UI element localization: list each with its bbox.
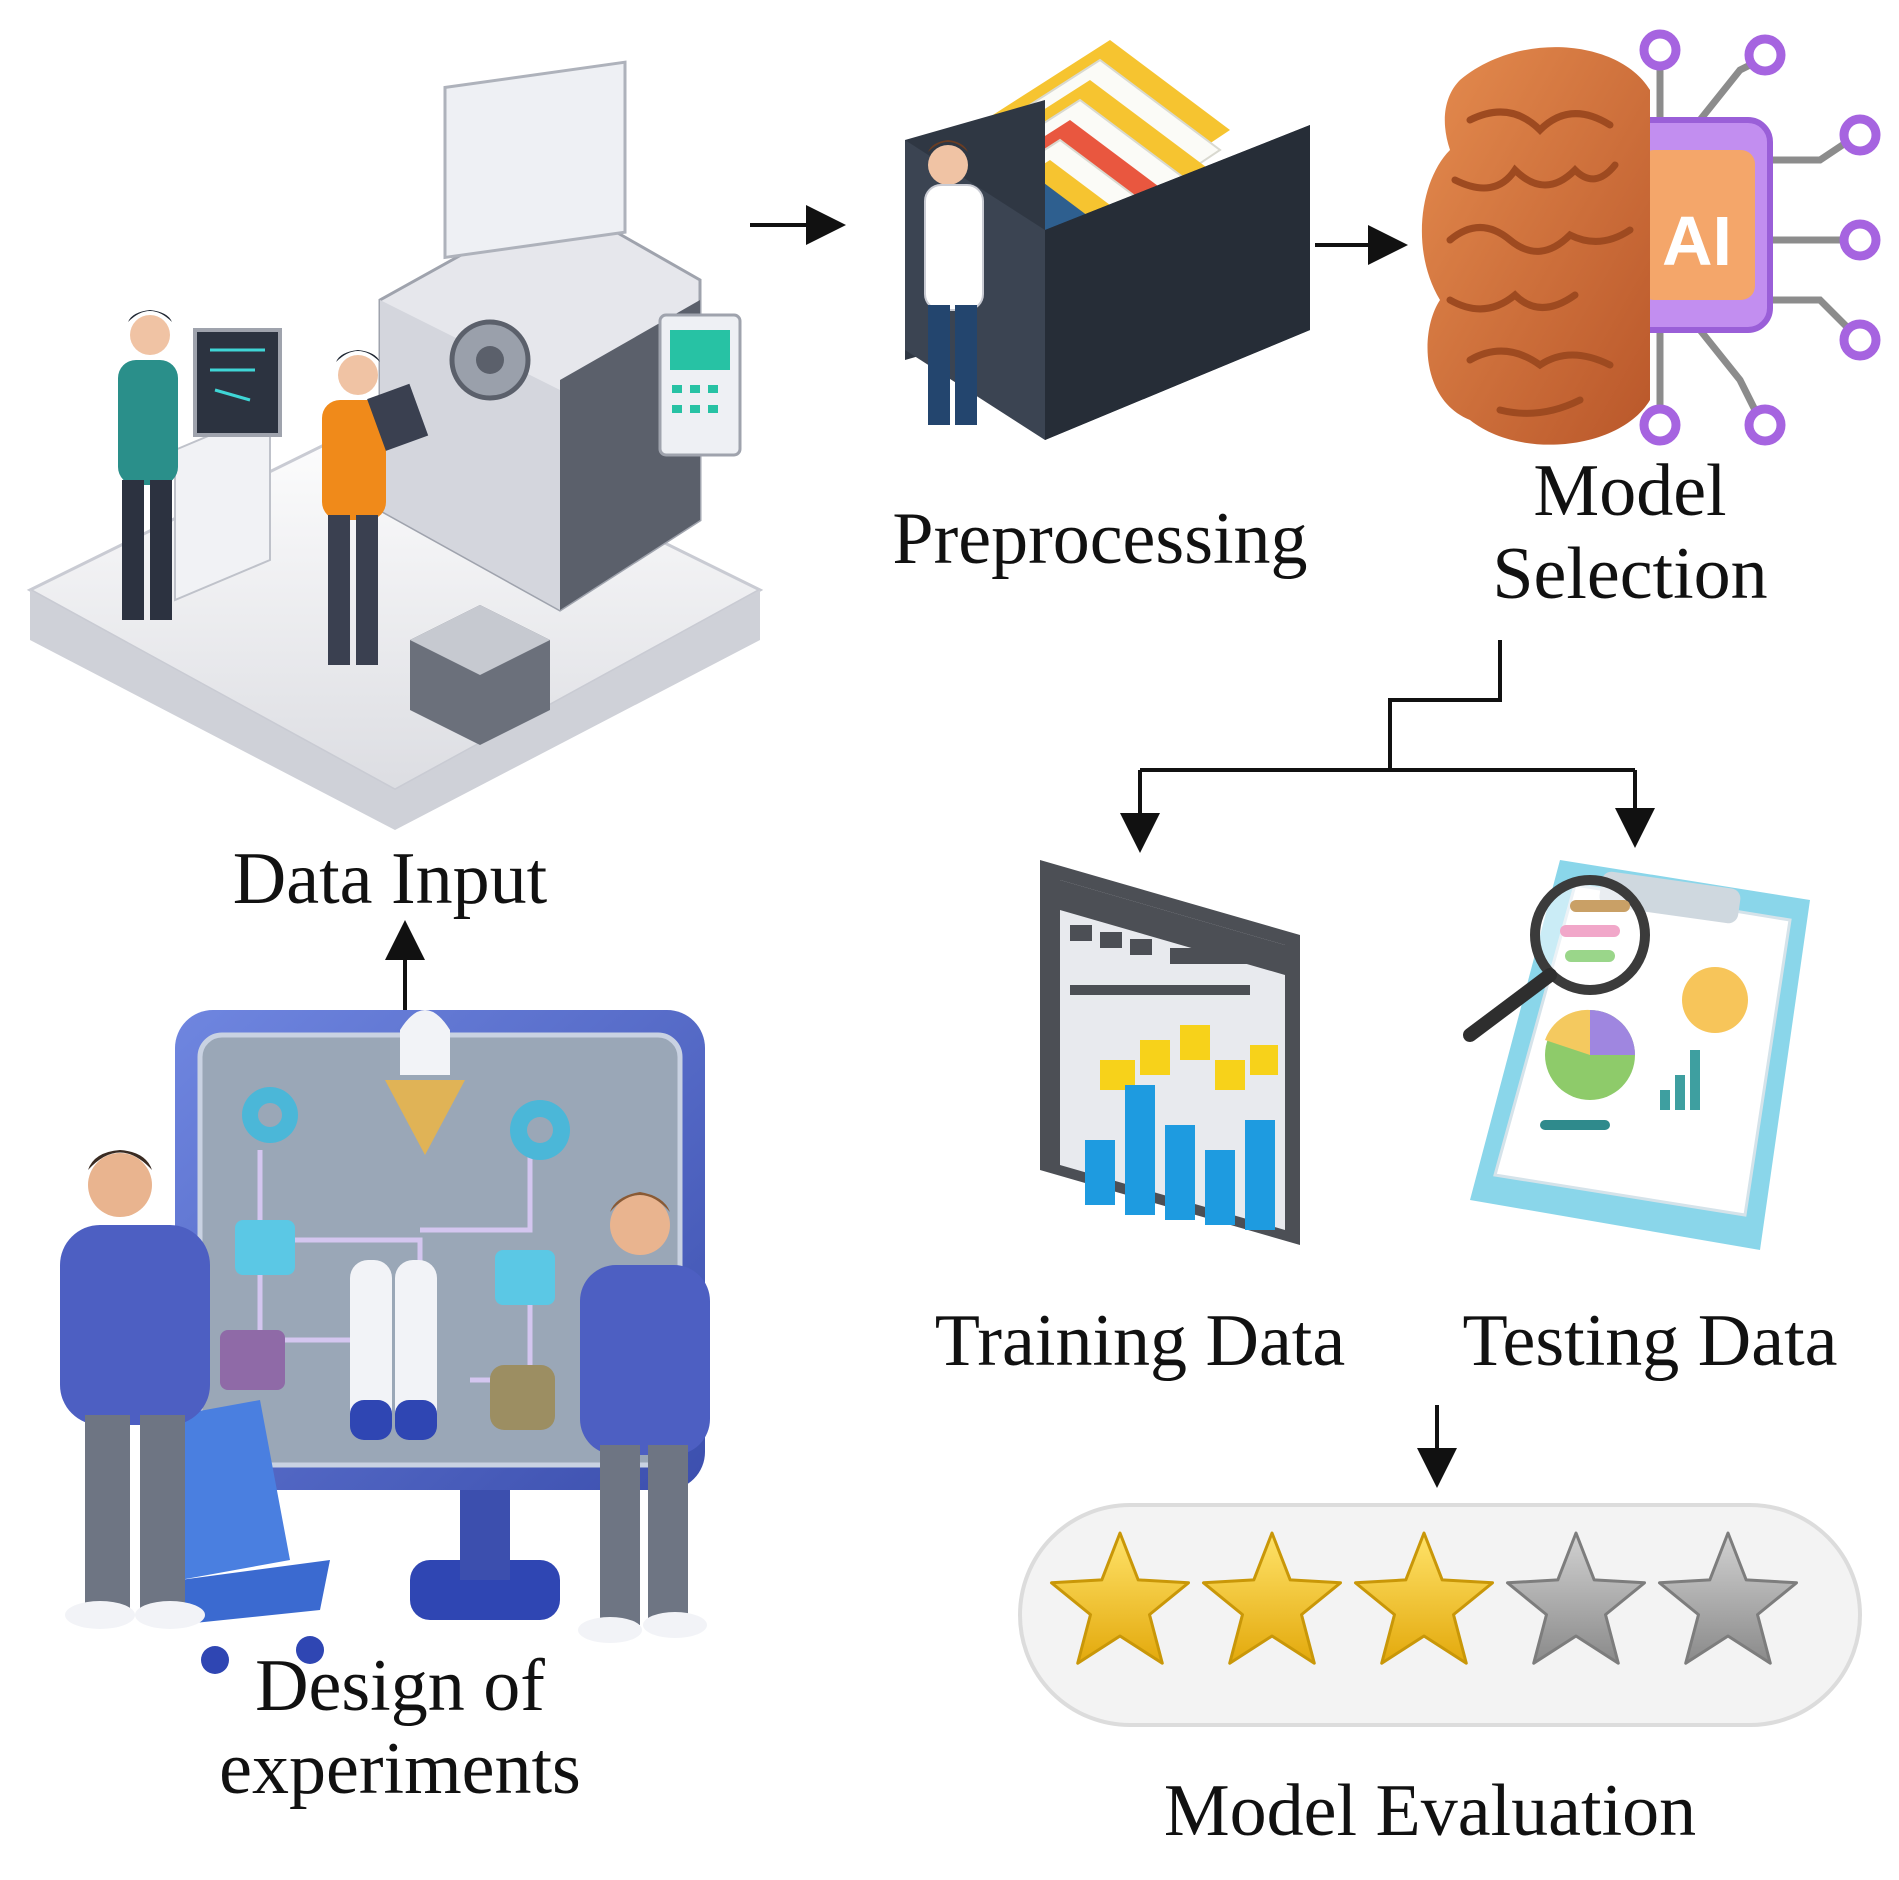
testing-data-illustration [1463, 860, 1810, 1250]
training-data-illustration [1040, 860, 1300, 1245]
connectors [385, 205, 1655, 1488]
label-design-line1: Design of [255, 1645, 545, 1727]
rating-panel [1018, 1503, 1862, 1727]
star-filled-icon [1050, 1531, 1190, 1665]
split-connector [1388, 640, 1502, 770]
label-design-line2: experiments [219, 1727, 581, 1810]
star-empty-icon [1506, 1531, 1646, 1665]
label-preprocessing: Preprocessing [892, 498, 1308, 580]
experiment-board-illustration [60, 1010, 710, 1674]
label-model-selection: Model Selection [1440, 450, 1820, 616]
factory-illustration [26, 60, 764, 830]
label-model-evaluation: Model Evaluation [1163, 1770, 1697, 1852]
star-empty-icon [1658, 1531, 1798, 1665]
brain-ai-illustration: AI [1421, 29, 1881, 446]
label-training-data: Training Data [934, 1300, 1346, 1382]
star-filled-icon [1354, 1531, 1494, 1665]
label-testing-data: Testing Data [1462, 1300, 1838, 1382]
star-rating [1050, 1531, 1798, 1665]
ai-chip-text: AI [1662, 202, 1732, 280]
label-data-input: Data Input [232, 838, 548, 920]
label-model-selection-line2: Selection [1492, 532, 1768, 615]
label-model-selection-line1: Model [1533, 450, 1727, 532]
label-design-of-experiments: Design of experiments [180, 1645, 620, 1811]
star-filled-icon [1202, 1531, 1342, 1665]
file-box-illustration [905, 40, 1310, 440]
